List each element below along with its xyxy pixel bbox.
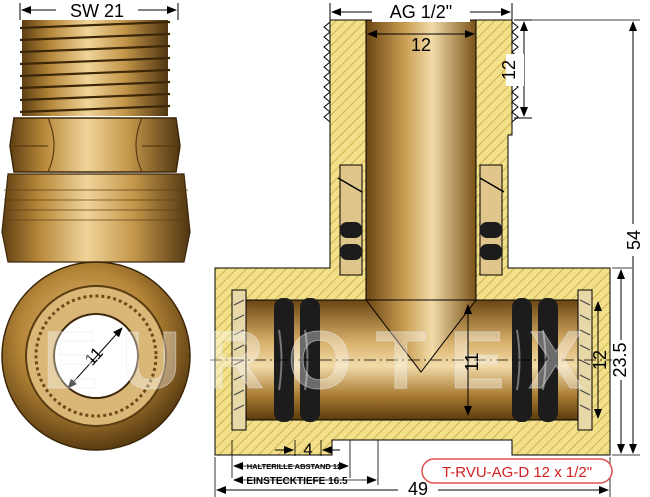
product-code-label: T-RVU-AG-D 12 x 1/2" — [442, 464, 592, 481]
dim-total-width: 49 — [214, 457, 611, 497]
dim-wrench-size: SW 21 — [19, 0, 179, 21]
dim-thread-length: 12 — [499, 19, 532, 119]
o-ring — [340, 244, 362, 260]
top-bore-label: 12 — [411, 35, 431, 55]
outlet-bore-label: 12 — [590, 350, 610, 370]
o-ring — [480, 222, 502, 238]
hex-nut — [9, 117, 181, 173]
dim-ring-width: 4 — [275, 440, 340, 459]
total-width-label: 49 — [408, 479, 428, 497]
dim-ring-distance: HALTERILLE ABSTAND 12 — [231, 440, 351, 478]
watermark: EUROTEX — [43, 315, 607, 406]
height-label: 54 — [624, 230, 644, 250]
o-ring — [480, 244, 502, 260]
inner-bore-label: 11 — [462, 353, 482, 372]
insertion-depth-label: EINSTECKTIEFE 16.5 — [246, 476, 348, 487]
dim-insertion-depth: EINSTECKTIEFE 16.5 — [233, 440, 379, 487]
upper-collet — [337, 164, 505, 276]
vertical-bore — [365, 19, 477, 301]
ring-width-label: 4 — [303, 440, 312, 459]
ring-distance-label: HALTERILLE ABSTAND 12 — [247, 462, 341, 471]
dim-top-bore: 12 — [367, 30, 475, 55]
dim-outlet-bore: 12 — [590, 301, 610, 419]
dim-thread: AG 1/2" — [329, 0, 513, 22]
dim-outlet-diameter: 23.5 — [610, 267, 632, 454]
outlet-diameter-label: 23.5 — [610, 342, 630, 377]
dim-height: 54 — [514, 19, 644, 456]
hex-nut-facets — [14, 117, 180, 173]
section-view — [210, 19, 620, 456]
collar — [1, 173, 191, 263]
thread-ridges — [19, 20, 171, 114]
product-code: T-RVU-AG-D 12 x 1/2" — [421, 458, 613, 484]
thread-profile-left — [323, 21, 331, 123]
thread-length-label: 12 — [499, 60, 519, 80]
o-ring — [340, 222, 362, 238]
dim-inner-bore: 11 — [462, 304, 482, 416]
wrench-size-label: SW 21 — [70, 1, 124, 21]
product-code-frame — [421, 458, 613, 484]
thread-label: AG 1/2" — [390, 2, 452, 22]
